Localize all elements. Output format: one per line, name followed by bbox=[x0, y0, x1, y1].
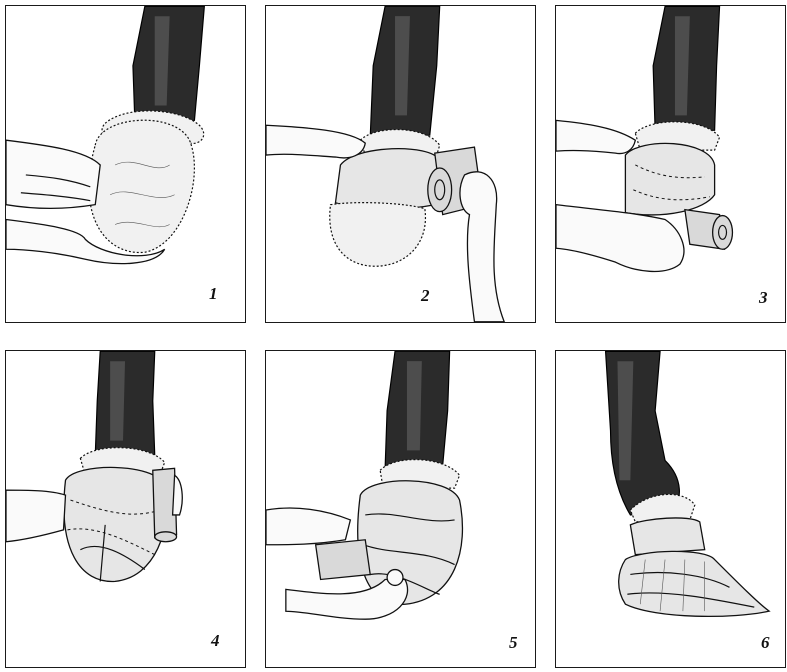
illustration-panel-6: 6 bbox=[555, 350, 786, 668]
bandage-start-illustration bbox=[266, 6, 535, 322]
panel-number: 3 bbox=[759, 288, 768, 308]
bandage-wrapping-illustration bbox=[556, 6, 785, 322]
illustration-panel-4: 4 bbox=[5, 350, 246, 668]
panel-number: 2 bbox=[421, 286, 430, 306]
illustration-panel-5: 5 bbox=[265, 350, 536, 668]
panel-number: 5 bbox=[509, 633, 518, 653]
panel-number: 6 bbox=[761, 633, 770, 653]
figure-eight-wrap-illustration bbox=[6, 351, 245, 667]
panel-number: 1 bbox=[209, 284, 218, 304]
finished-bandage-illustration bbox=[556, 351, 785, 667]
panel-number: 4 bbox=[211, 631, 220, 651]
illustration-panel-1: 1 bbox=[5, 5, 246, 323]
illustration-panel-2: 2 bbox=[265, 5, 536, 323]
sole-wrap-illustration bbox=[266, 351, 535, 667]
illustration-panel-3: 3 bbox=[555, 5, 786, 323]
hoof-padding-illustration bbox=[6, 6, 245, 322]
